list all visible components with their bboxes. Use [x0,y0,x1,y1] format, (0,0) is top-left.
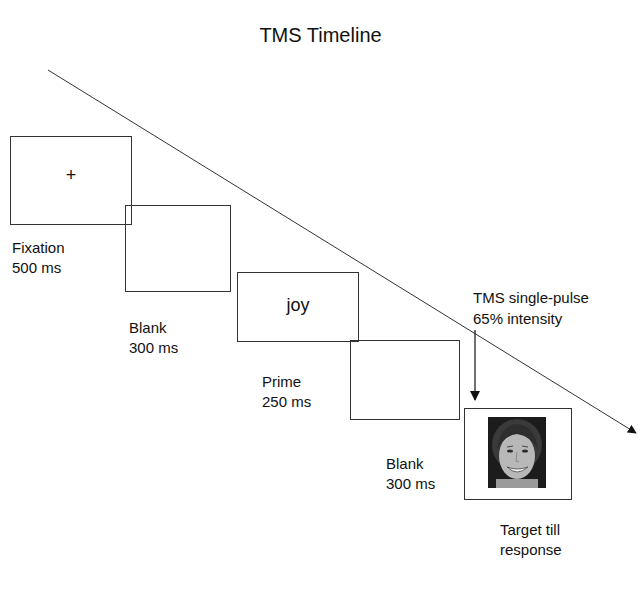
screen-content: + [11,165,131,186]
stimulus-frame: Blank 300 ms [350,340,460,420]
step-label: Prime 250 ms [262,372,324,413]
pulse-arrow [474,330,475,400]
diagram-title: TMS Timeline [0,24,641,47]
stimulus-frame: +Fixation 500 ms [10,136,132,225]
step-label: Blank 300 ms [386,454,448,495]
face-picture [488,417,546,488]
screen-content: joy [238,295,358,316]
step-label: Target till response [500,520,570,561]
step-label: Blank 300 ms [129,318,191,359]
stimulus-frame: Blank 300 ms [125,205,231,292]
stimulus-frame: Target till response [464,408,572,500]
pulse-note: TMS single-pulse 65% intensity [473,287,613,329]
stimulus-frame: joyPrime 250 ms [237,272,359,342]
step-label: Fixation 500 ms [12,238,74,279]
time-axis [48,70,636,433]
